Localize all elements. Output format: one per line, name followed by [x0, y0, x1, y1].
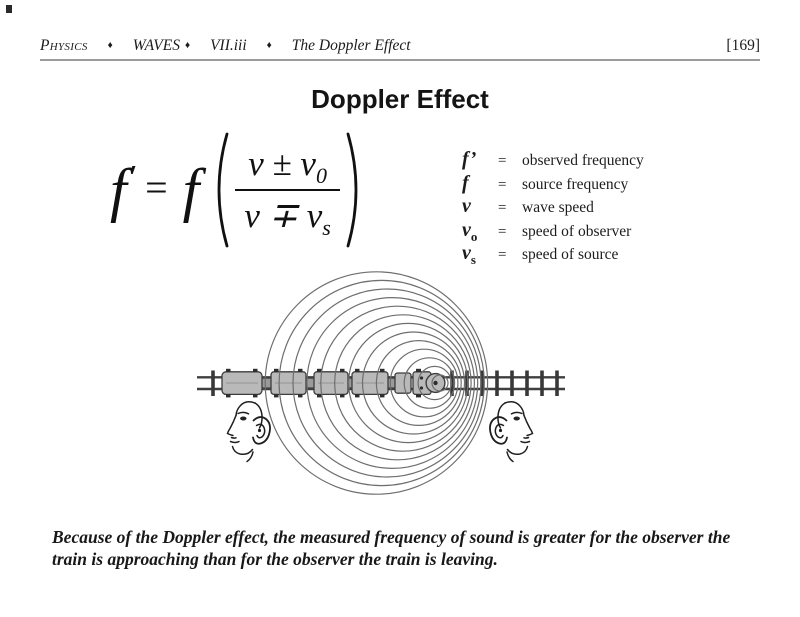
header-rule	[40, 59, 760, 61]
legend-symbol: f’	[462, 148, 477, 170]
open-paren-icon	[218, 132, 229, 248]
right-observer	[489, 400, 534, 463]
legend-definition: speed of source	[522, 246, 619, 263]
doppler-formula: f′ = f v ± v0 v ∓ vs	[110, 126, 368, 254]
wavefront-circle	[292, 288, 482, 478]
sound-wavefronts	[264, 271, 489, 495]
fraction-numerator: v ± v0	[248, 143, 327, 188]
legend-symbol: v	[462, 195, 471, 217]
wavefront-circle	[361, 331, 466, 435]
breadcrumb: Physics ♦ WAVES ♦ VII.iii ♦ The Doppler …	[40, 37, 411, 55]
wavefront-circle	[278, 279, 485, 487]
train	[221, 368, 446, 398]
legend-symbol: vs	[462, 242, 476, 267]
formula-lhs: f′	[110, 157, 136, 223]
wavefront-circle	[306, 297, 479, 470]
legend: f’ = observed frequency f = source frequency v…	[462, 148, 687, 267]
legend-symbol: f	[462, 171, 469, 194]
prime-mark: ′	[127, 159, 136, 196]
legend-definition: wave speed	[522, 199, 594, 216]
diamond-separator-icon: ♦	[184, 39, 191, 51]
formula-equals: =	[145, 164, 168, 210]
wavefront-circle	[348, 322, 469, 444]
diamond-separator-icon: ♦	[266, 39, 272, 51]
breadcrumb-subject: Physics	[40, 37, 88, 54]
legend-equals: =	[498, 200, 507, 216]
legend-row: f’ = observed frequency	[462, 148, 687, 172]
breadcrumb-section: WAVES	[132, 37, 180, 54]
legend-row: f = source frequency	[462, 172, 687, 196]
page-header: Physics ♦ WAVES ♦ VII.iii ♦ The Doppler …	[40, 37, 760, 55]
scan-artifact	[6, 5, 12, 13]
legend-row: vo = speed of observer	[462, 218, 687, 244]
train-wheels	[226, 368, 421, 398]
left-observer	[226, 400, 271, 463]
wavefront-circle	[417, 365, 452, 401]
legend-definition: observed frequency	[522, 152, 644, 169]
legend-equals: =	[498, 223, 507, 240]
wavefront-circle	[264, 271, 489, 495]
legend-row: v = wave speed	[462, 195, 687, 219]
fraction-denominator: v ∓ vs	[235, 189, 340, 239]
legend-symbol: vo	[462, 218, 478, 244]
wavefront-circle	[403, 357, 456, 409]
locomotive-front	[419, 372, 446, 394]
legend-equals: =	[498, 247, 507, 263]
legend-definition: source frequency	[522, 175, 629, 193]
legend-equals: =	[498, 176, 507, 193]
diamond-separator-icon: ♦	[107, 39, 113, 51]
breadcrumb-topic: The Doppler Effect	[291, 37, 411, 54]
legend-equals: =	[498, 153, 507, 169]
wavefront-circle	[431, 374, 449, 392]
close-paren-icon	[346, 132, 358, 248]
wavefront-circle	[389, 348, 459, 418]
formula-fraction: v ± v0 v ∓ vs	[235, 143, 340, 239]
doppler-diagram	[197, 271, 565, 495]
legend-row: vs = speed of source	[462, 242, 687, 267]
formula-coefficient: f	[182, 157, 200, 223]
breadcrumb-unit: VII.iii	[210, 37, 247, 54]
wavefront-circle	[320, 305, 475, 461]
track-ties	[211, 370, 559, 396]
wavefront-circle	[334, 314, 472, 452]
wavefront-circle	[375, 340, 462, 427]
figure-caption: Because of the Doppler effect, the measu…	[52, 527, 731, 570]
page-title: Doppler Effect	[311, 84, 489, 114]
page-number: [169]	[726, 37, 760, 54]
legend-definition: speed of observer	[522, 222, 632, 240]
